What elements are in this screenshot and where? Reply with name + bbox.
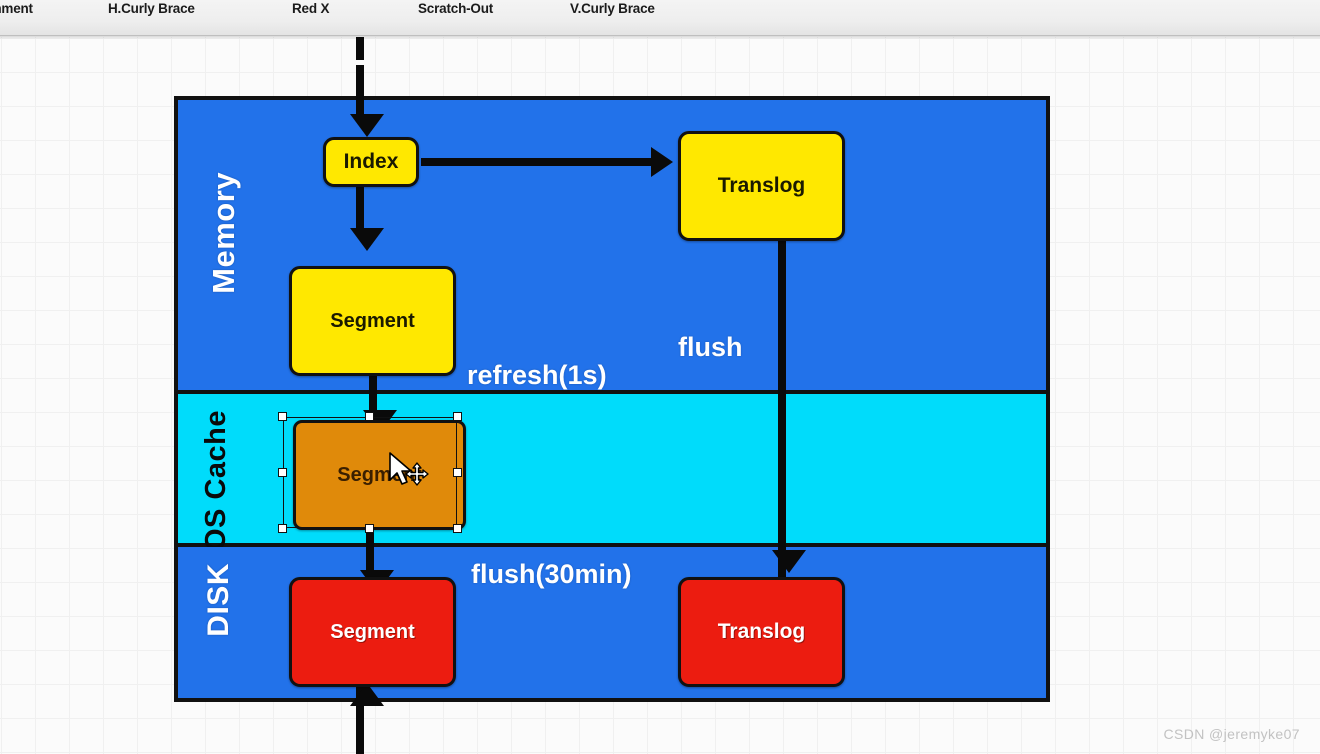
- arrow-flush-stem: [778, 239, 786, 581]
- node-segment-os-cache[interactable]: Segment: [293, 420, 466, 530]
- arrow-recover-to-segment-head: [350, 683, 384, 706]
- arrow-cache-to-disk-stem: [366, 528, 374, 600]
- arrow-recover-to-segment-stem: [356, 682, 364, 754]
- band-label-disk: DISK: [202, 563, 235, 637]
- toolbar-item-scratch-out[interactable]: Scratch-Out: [418, 1, 494, 16]
- drawing-canvas[interactable]: Memory OS Cache DISK: [0, 37, 1320, 754]
- node-segment-memory[interactable]: Segment: [289, 266, 456, 376]
- node-index[interactable]: Index: [323, 137, 419, 187]
- watermark-csdn: CSDN @jeremyke07: [1163, 726, 1300, 742]
- toolbar-drop-shadow: [0, 36, 1320, 39]
- toolbar-item-comment[interactable]: Comment: [0, 1, 33, 16]
- node-translog-disk[interactable]: Translog: [678, 577, 845, 687]
- toolbar-item-red-x[interactable]: Red X: [292, 1, 330, 16]
- canvas-caret: [358, 37, 362, 59]
- node-segment-disk[interactable]: Segment: [289, 577, 456, 687]
- arrow-input-to-index-stem: [356, 65, 364, 118]
- toolbar-item-v-curly-brace[interactable]: V.Curly Brace: [570, 1, 655, 16]
- arrow-index-to-translog-head: [651, 147, 673, 177]
- es-write-flow-diagram[interactable]: Memory OS Cache DISK: [174, 65, 1050, 754]
- arrow-input-to-index-head: [350, 114, 384, 137]
- arrow-flush-head: [772, 550, 806, 573]
- band-label-memory: Memory: [206, 172, 241, 294]
- band-label-os-cache: OS Cache: [200, 410, 232, 551]
- arrow-index-to-translog-stem: [421, 158, 653, 166]
- arrow-index-to-segment-stem: [356, 187, 364, 233]
- toolbar-item-h-curly-brace[interactable]: H.Curly Brace: [108, 1, 195, 16]
- arrow-refresh-stem: [369, 372, 377, 438]
- label-refresh: refresh(1s): [467, 360, 607, 390]
- node-translog-memory[interactable]: Translog: [678, 131, 845, 241]
- label-flush-30min: flush(30min): [471, 559, 632, 589]
- label-flush: flush: [678, 332, 743, 362]
- shape-gallery-toolbar[interactable]: Comment H.Curly Brace Red X Scratch-Out …: [0, 0, 1320, 36]
- arrow-index-to-segment-head: [350, 228, 384, 251]
